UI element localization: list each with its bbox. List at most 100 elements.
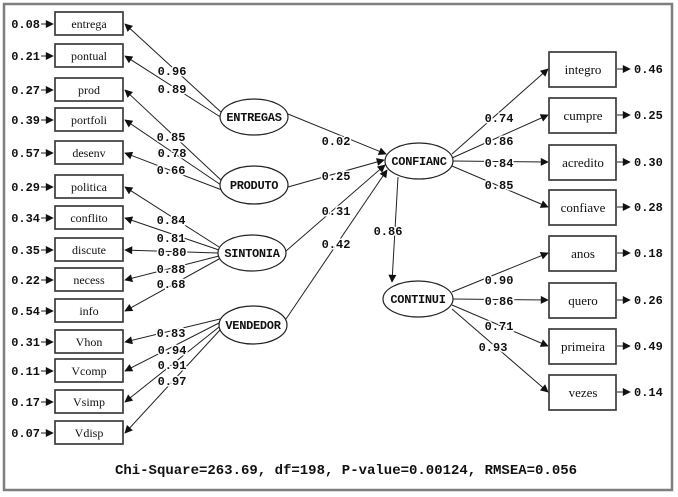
loading-label-produto-portfoli: 0.78 [158,147,187,161]
indicator-box-integro [548,51,617,88]
indicator-label-vdisp: Vdisp [75,426,104,440]
latent-ellipse-entregas [219,98,289,136]
loading-label-sintonia-conflito: 0.81 [157,232,186,246]
indicator-label-cumpre: cumpre [564,108,603,123]
loading-arrow-produto-portfoli [124,119,222,186]
error-value-primeira: 0.49 [634,340,663,354]
error-value-vezes: 0.14 [634,386,663,400]
indicator-label-portfoli: portfoli [71,113,108,127]
loading-arrow-sintonia-politica [124,186,220,248]
indicator-box-politica [54,174,124,199]
indicator-box-conflito [54,205,124,230]
fit-statistics: Chi-Square=263.69, df=198, P-value=0.001… [115,463,577,479]
indicator-label-desenv: desenv [72,146,105,160]
indicator-label-prod: prod [78,83,100,97]
indicator-box-info [54,298,124,323]
latent-label-sintonia: SINTONIA [224,247,280,261]
indicator-box-discute [54,237,124,262]
loading-label-vendedor-vhon: 0.83 [157,327,186,341]
error-value-discute: 0.35 [11,244,40,258]
indicator-label-pontual: pontual [71,49,108,63]
loading-label-vendedor-vcomp: 0.94 [158,344,187,358]
indicator-label-discute: discute [72,243,106,257]
error-value-vhon: 0.31 [11,336,40,350]
loading-label-continui-quero: 0.86 [485,295,514,309]
error-value-confiave: 0.28 [634,201,663,215]
error-value-integro: 0.46 [634,63,663,77]
indicator-box-cumpre [548,97,617,134]
path-arrow-vendedor-confianc [285,169,388,320]
indicator-label-necess: necess [73,273,105,287]
indicator-box-quero [548,282,617,319]
path-label-produto-confianc: 0.25 [322,170,351,184]
error-value-conflito: 0.34 [11,212,40,226]
indicator-label-confiave: confiave [561,200,606,215]
loading-label-continui-vezes: 0.93 [479,341,508,355]
loading-label-continui-primeira: 0.71 [485,320,514,334]
error-value-cumpre: 0.25 [634,109,663,123]
path-label-entregas-confianc: 0.02 [322,135,351,149]
indicator-box-vhon [54,329,124,354]
path-label-vendedor-confianc: 0.42 [322,238,351,252]
indicator-label-quero: quero [568,293,598,308]
path-label-sintonia-confianc: 0.31 [322,205,351,219]
indicator-box-vcomp [54,358,124,383]
indicator-label-vsimp: Vsimp [73,395,105,409]
error-value-vsimp: 0.17 [11,396,40,410]
loading-arrow-continui-primeira [451,304,549,347]
loading-label-entregas-entrega: 0.96 [158,65,187,79]
loading-arrow-sintonia-necess [124,255,220,283]
loading-arrow-produto-prod [124,89,223,182]
loading-arrow-vendedor-vhon [124,318,221,345]
indicator-box-desenv [54,140,124,165]
indicator-label-primeira: primeira [561,339,605,354]
indicator-box-vdisp [54,420,124,445]
latent-label-entregas: ENTREGAS [226,111,281,125]
loading-arrow-produto-desenv [124,151,223,191]
loading-label-produto-desenv: 0.66 [157,164,186,178]
loading-arrow-confianc-cumpre [451,114,549,159]
indicator-box-anos [548,235,617,272]
loading-arrow-sintonia-discute [124,246,219,255]
indicator-label-anos: anos [571,246,595,261]
indicator-box-pontual [54,43,124,68]
loading-arrow-continui-vezes [451,308,549,393]
error-value-acredito: 0.30 [634,156,663,170]
loading-arrow-continui-anos [451,252,549,293]
indicator-box-prod [54,77,124,102]
error-value-necess: 0.22 [11,274,40,288]
latent-ellipse-continui [382,280,454,318]
indicator-label-vezes: vezes [569,385,598,400]
indicator-box-entrega [54,11,124,36]
loading-label-confianc-acredito: 0.84 [485,157,514,171]
loading-label-confianc-cumpre: 0.86 [485,135,514,149]
loading-arrow-vendedor-vcomp [124,322,220,372]
loading-label-sintonia-necess: 0.88 [157,263,186,277]
indicator-label-politica: politica [71,180,108,194]
path-arrow-sintonia-confianc [285,164,386,252]
loading-arrow-confianc-integro [451,68,549,155]
indicator-box-necess [54,267,124,292]
loading-arrow-vendedor-vdisp [124,329,221,434]
error-value-portfoli: 0.39 [11,114,40,128]
latent-ellipse-sintonia [217,234,287,272]
error-value-vcomp: 0.11 [11,365,40,379]
indicator-box-portfoli [54,107,124,132]
loading-label-confianc-integro: 0.74 [485,112,514,126]
indicator-box-confiave [548,189,617,226]
indicator-label-acredito: acredito [562,155,604,170]
latent-label-confianc: CONFIANC [391,155,446,169]
loading-label-continui-anos: 0.90 [485,274,514,288]
loading-label-sintonia-politica: 0.84 [157,214,186,228]
loading-arrow-continui-quero [452,295,549,304]
indicator-label-info: info [79,304,98,318]
indicator-label-vcomp: Vcomp [71,364,106,378]
indicator-label-conflito: conflito [70,211,107,225]
indicator-box-primeira [548,328,617,365]
error-value-prod: 0.27 [11,84,40,98]
error-value-politica: 0.29 [11,181,40,195]
loading-label-vendedor-vsimp: 0.91 [158,359,187,373]
loading-label-entregas-pontual: 0.89 [158,83,187,97]
